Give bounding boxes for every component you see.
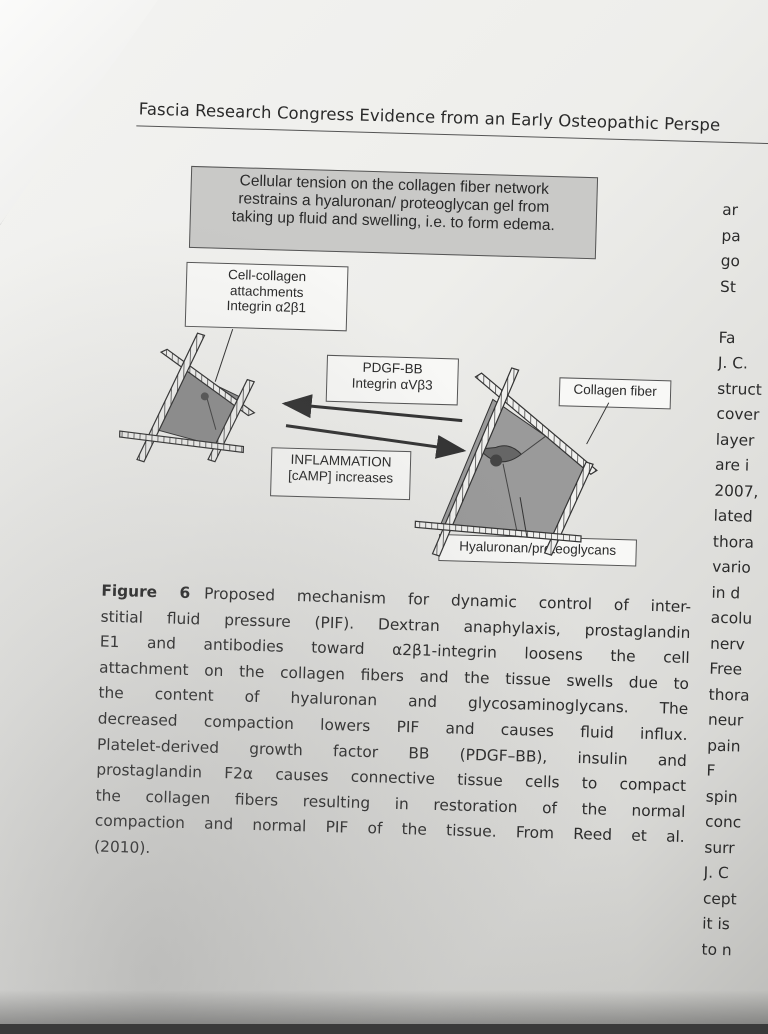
right-column-line: Free bbox=[709, 659, 743, 679]
left-fiber-unit bbox=[119, 328, 256, 463]
left-fiber-b bbox=[136, 332, 206, 463]
right-column-line: to n bbox=[701, 939, 732, 959]
right-column-line: pa bbox=[721, 226, 741, 245]
right-column-line bbox=[719, 300, 768, 328]
pdgf-box: PDGF-BB Integrin αVβ3 bbox=[325, 354, 459, 406]
collagen-pointer-line bbox=[586, 402, 610, 445]
arrow-to-left bbox=[281, 394, 463, 423]
right-column-line: J. C. bbox=[717, 353, 749, 373]
right-column-line: cept bbox=[702, 889, 737, 908]
right-column-line: layer bbox=[715, 430, 755, 450]
bottom-edge-shadow bbox=[0, 990, 768, 1024]
right-column-line: acolu bbox=[710, 608, 753, 628]
cell-collagen-box: Cell-collagen attachments Integrin α2β1 bbox=[184, 261, 349, 332]
right-column-line: thora bbox=[712, 532, 755, 552]
hyaluronan-label: Hyaluronan/proteoglycans bbox=[438, 533, 637, 567]
right-column-line: St bbox=[719, 277, 737, 296]
right-column-line: Fa bbox=[718, 328, 736, 347]
pdgf-line: Integrin αVβ3 bbox=[351, 375, 433, 393]
collagen-fiber-label: Collagen fiber bbox=[558, 377, 672, 410]
right-column-line: lated bbox=[713, 506, 753, 526]
right-cell-process bbox=[502, 463, 518, 533]
left-fiber-a bbox=[159, 348, 256, 417]
right-column-line: 2007, bbox=[714, 481, 759, 501]
left-cell-nucleus bbox=[200, 392, 209, 401]
right-column-line: pain bbox=[707, 736, 741, 755]
right-column-line: go bbox=[720, 251, 741, 271]
right-column-line: struct bbox=[716, 379, 763, 399]
arrow-to-right bbox=[285, 424, 467, 459]
hyaluronan-pointer-line bbox=[519, 497, 528, 538]
cell-collagen-line: Integrin α2β1 bbox=[226, 298, 307, 316]
right-column-line: are i bbox=[714, 455, 750, 475]
running-header: Fascia Research Congress Evidence from a… bbox=[138, 99, 721, 135]
right-column-line: vario bbox=[711, 557, 752, 577]
right-column-line: ar bbox=[721, 200, 739, 220]
right-cell-body bbox=[478, 445, 523, 463]
right-column-line: neur bbox=[707, 710, 744, 730]
left-cell-process bbox=[206, 397, 217, 430]
right-column-line: cover bbox=[716, 404, 760, 424]
right-column-line: nerv bbox=[709, 634, 746, 654]
right-column-line: it is bbox=[702, 914, 731, 934]
right-column-line: F bbox=[706, 761, 716, 780]
right-cell-process bbox=[521, 432, 551, 455]
right-cell-nucleus bbox=[490, 454, 503, 467]
inflammation-line: [cAMP] increases bbox=[287, 467, 394, 486]
right-column-line: J. C bbox=[703, 863, 730, 883]
figure-label: Figure 6 bbox=[101, 581, 191, 603]
right-column-line: conc bbox=[704, 812, 742, 832]
left-fiber-d bbox=[119, 430, 245, 454]
figure-top-box: Cellular tension on the collagen fiber n… bbox=[188, 165, 599, 260]
right-column-line: thora bbox=[708, 685, 750, 705]
left-cell-area bbox=[157, 370, 240, 447]
left-pointer-line bbox=[214, 328, 234, 382]
right-column-line: surr bbox=[704, 838, 735, 857]
inflammation-box: INFLAMMATION [cAMP] increases bbox=[270, 447, 412, 501]
right-column-line: spin bbox=[705, 787, 738, 806]
right-column-line: in d bbox=[711, 583, 741, 602]
left-fiber-c bbox=[207, 378, 256, 463]
right-cell-area bbox=[438, 398, 590, 536]
